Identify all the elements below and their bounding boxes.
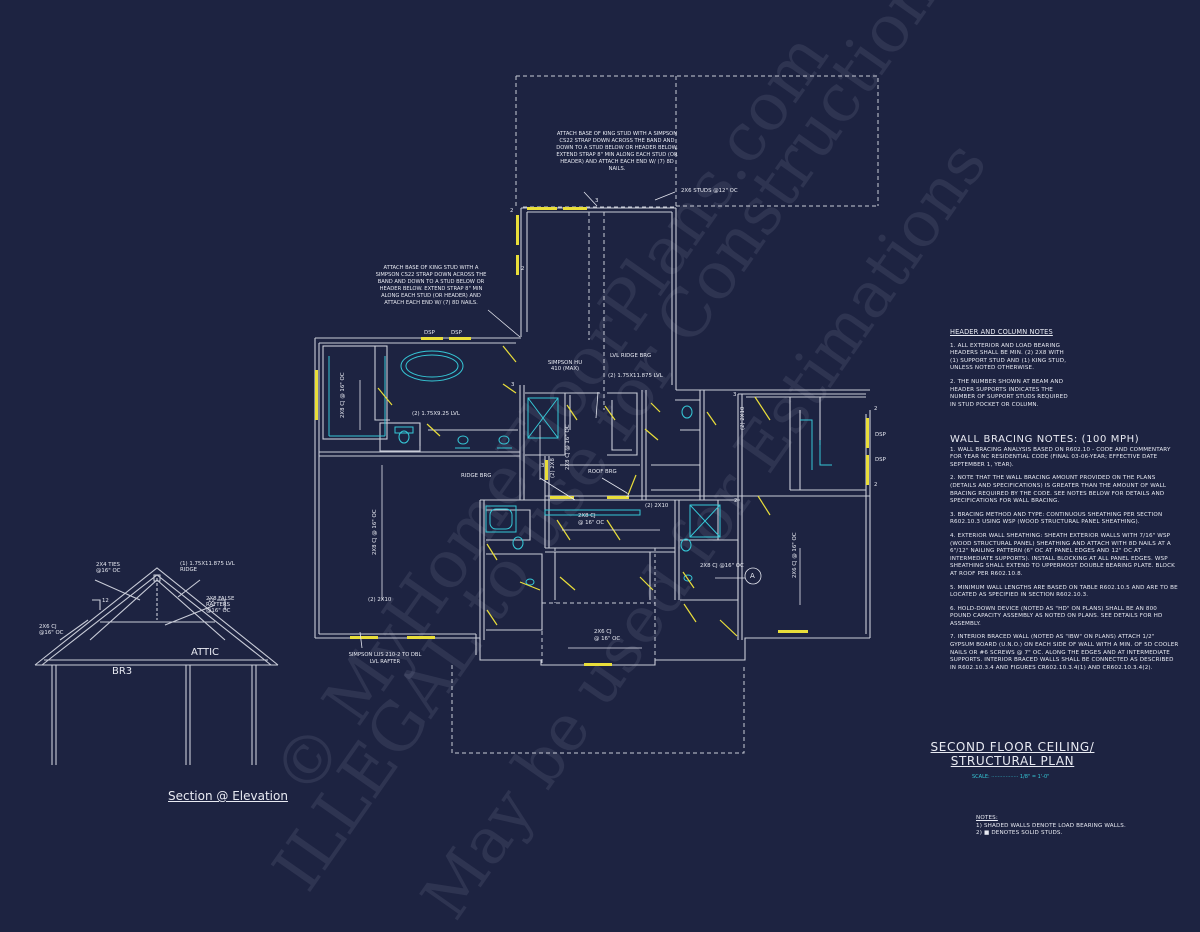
label-cj-mid: 2x8 CJ @ 16" OC	[565, 424, 571, 471]
bracing-note-6: 6. HOLD-DOWN DEVICE (NOTED AS "HD" ON PL…	[950, 605, 1163, 627]
bracing-note-1: 1. WALL BRACING ANALYSIS BASED ON R602.1…	[950, 446, 1171, 468]
label-dsp-4: DSP	[875, 457, 886, 463]
footer-notes: NOTES: 1) SHADED WALLS DENOTE LOAD BEARI…	[976, 815, 1176, 838]
header-note-2: 2. THE NUMBER SHOWN AT BEAM AND HEADER S…	[950, 378, 1068, 408]
label-cj-bath: 2x8 CJ @16" OC	[700, 563, 744, 569]
scale-label: SCALE:	[972, 774, 990, 780]
plumbing-fixtures	[328, 350, 832, 586]
support-count-10: 2	[734, 498, 738, 504]
label-cj-bottom-oc: @ 16" OC	[594, 636, 621, 642]
simpson-lus-callout: SIMPSON LUS 210-2 TO DBL LVL RAFTER	[348, 652, 422, 665]
support-count-9: 3	[541, 463, 545, 469]
label-cj-top: 2x8 CJ	[578, 513, 596, 519]
label-cj-bottom: 2x6 CJ	[594, 629, 612, 635]
dimension-lines	[359, 191, 801, 649]
section-marker-circle	[744, 567, 762, 585]
bracing-note-5: 5. MINIMUM WALL LENGTHS ARE BASED ON TAB…	[950, 584, 1178, 599]
section-rafters-label: 2x8 FALSE RAFTERS @16" OC	[206, 596, 235, 614]
section-attic-label: ATTIC	[191, 647, 220, 658]
support-count-6: 2	[874, 482, 878, 488]
label-lvl-1: (2) 1.75x11.875 LVL	[608, 373, 663, 379]
bracing-note-3: 3. BRACING METHOD AND TYPE: CONTINUOUS S…	[950, 511, 1163, 526]
bracing-note-7: 7. INTERIOR BRACED WALL (NOTED AS "IBW" …	[950, 634, 1179, 671]
label-cj-master: 2x8 CJ @ 16" OC	[340, 372, 346, 419]
label-cj-right: 2x6 CJ @ 16" OC	[792, 532, 798, 579]
ridge-block	[153, 574, 161, 582]
label-dsp-2: DSP	[451, 330, 462, 336]
bracing-note-4: 4. EXTERIOR WALL SHEATHING: SHEATH EXTER…	[950, 532, 1175, 577]
wall-bracing-notes: WALL BRACING NOTES: (100 MPH) 1. WALL BR…	[950, 434, 1180, 678]
section-cj-label: 2x6 CJ @16" OC	[39, 624, 64, 636]
label-dsp-3: DSP	[875, 432, 886, 438]
scale-value: 1/8" = 1'-0"	[1019, 774, 1050, 780]
label-simpson-hu: SIMPSON HU 410 (MAX)	[547, 360, 583, 372]
section-marker-a: A	[750, 572, 755, 580]
label-2x8: (2) 2x8	[550, 458, 556, 478]
bracing-note-2: 2. NOTE THAT THE WALL BRACING AMOUNT PRO…	[950, 475, 1167, 505]
section-room-label: BR3	[112, 666, 133, 677]
support-count-3: 2	[521, 266, 525, 272]
section-title: Section @ Elevation	[168, 789, 288, 803]
floor-plan-drawing	[34, 75, 879, 765]
door-swings	[377, 345, 771, 637]
label-dsp-1: DSP	[424, 330, 435, 336]
label-2x10-b: (2) 2x10	[368, 597, 392, 603]
section-pitch-right: 12	[208, 598, 215, 604]
plan-walls	[314, 207, 871, 666]
footer-note-1: 1) SHADED WALLS DENOTE LOAD BEARING WALL…	[976, 822, 1126, 829]
label-roof-brg: ROOF BRG	[588, 469, 617, 475]
label-cj-top-oc: @ 16" OC	[578, 520, 605, 526]
header-note-1: 1. ALL EXTERIOR AND LOAD BEARING HEADERS…	[950, 342, 1067, 372]
support-count-1: 2	[510, 208, 514, 214]
left-king-stud-callout: ATTACH BASE OF KING STUD WITH A SIMPSON …	[375, 265, 487, 306]
dashed-roof-outlines	[451, 75, 879, 754]
support-count-4: 3	[511, 382, 515, 388]
section-pitch-left: 12	[102, 598, 109, 604]
label-studs: 2x6 STUDS @12" OC	[681, 188, 738, 194]
label-lvl-2: (2) 1.75x9.25 LVL	[412, 411, 460, 417]
plan-title-line-1: SECOND FLOOR CEILING/	[930, 740, 1095, 754]
support-count-7: 3	[733, 392, 737, 398]
label-lvl-ridge: LVL RIDGE BRG	[610, 353, 652, 359]
support-count-8: 2	[626, 493, 630, 499]
support-count-2: 3	[595, 198, 599, 204]
section-ridge-label: (1) 1.75x11.875 LVL RIDGE	[180, 561, 235, 573]
label-ridge-brg: RIDGE BRG	[461, 473, 492, 479]
footer-note-2: 2) ■ DENOTES SOLID STUDS.	[976, 830, 1063, 837]
bracing-notes-title: WALL BRACING NOTES: (100 MPH)	[950, 434, 1140, 445]
plan-scale: SCALE: ················· 1/8" = 1'-0"	[972, 774, 1050, 780]
plan-title-line-2: STRUCTURAL PLAN	[950, 754, 1075, 768]
label-2x10-a: (2) 2x10	[645, 503, 669, 509]
section-elevation-drawing	[34, 567, 279, 765]
header-column-notes: HEADER AND COLUMN NOTES 1. ALL EXTERIOR …	[950, 328, 1070, 415]
top-king-stud-callout: ATTACH BASE OF KING STUD WITH A SIMPSON …	[556, 131, 678, 172]
label-2x10-c: (2) 2x10	[740, 406, 746, 430]
label-cj-left: 2x8 CJ @ 16" OC	[372, 509, 378, 556]
section-ties-label: 2x4 TIES @16" OC	[96, 562, 121, 574]
header-notes-title: HEADER AND COLUMN NOTES	[950, 328, 1053, 336]
support-count-5: 2	[874, 406, 878, 412]
footer-notes-title: NOTES:	[976, 815, 998, 821]
plan-title: SECOND FLOOR CEILING/ STRUCTURAL PLAN	[930, 740, 1095, 768]
load-bearing-walls	[315, 207, 869, 666]
